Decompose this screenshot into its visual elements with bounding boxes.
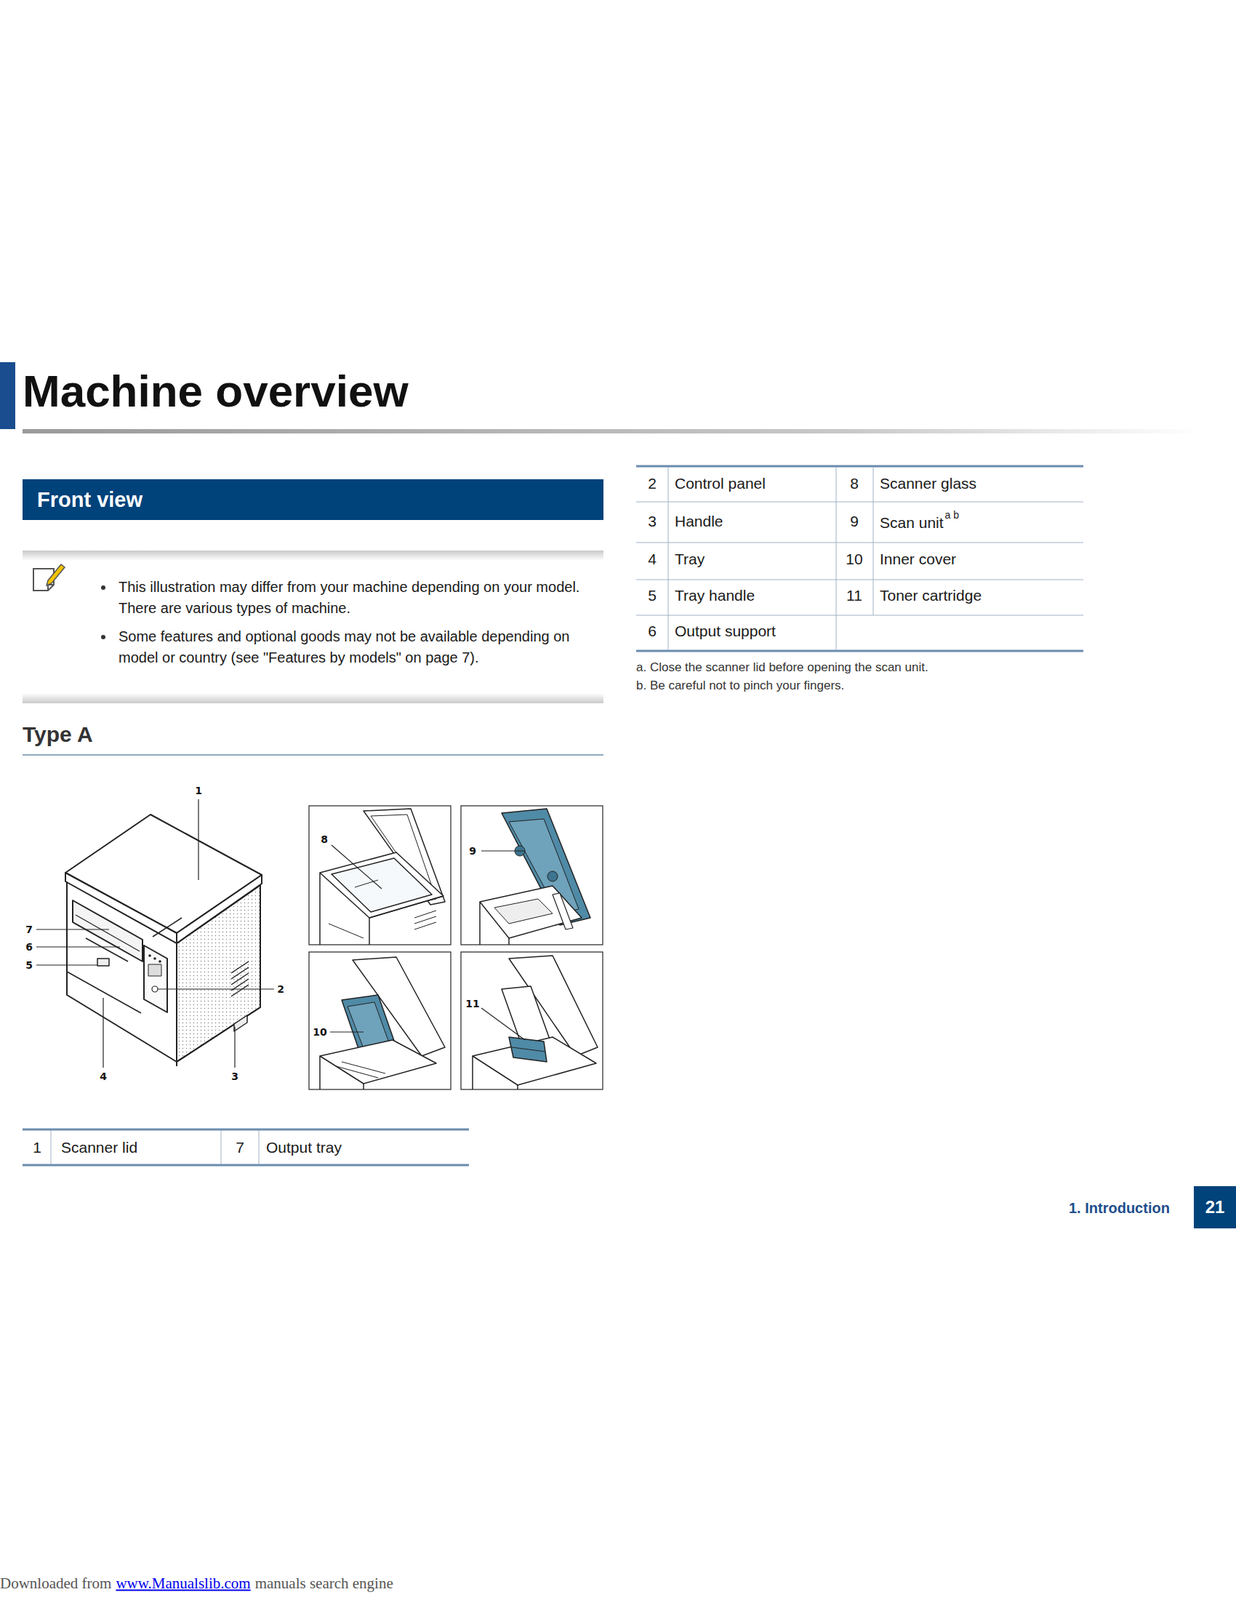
leader-lines bbox=[36, 799, 275, 1068]
table-number: 5 bbox=[647, 586, 657, 605]
table-cell: Toner cartridge bbox=[879, 586, 982, 605]
page-number: 21 bbox=[1205, 1196, 1226, 1218]
callout-number: 11 bbox=[465, 997, 480, 1010]
bullet-dot bbox=[101, 585, 106, 590]
leader-line bbox=[481, 1007, 525, 1040]
table-cell: Output tray bbox=[266, 1138, 342, 1157]
machine-illustration bbox=[65, 814, 262, 1066]
leader-line bbox=[331, 844, 382, 889]
title-accent-bar bbox=[0, 362, 16, 429]
note-item: Some features and optional goods may not… bbox=[98, 625, 597, 669]
callout-number: 4 bbox=[99, 1070, 107, 1082]
note-box: This illustration may differ from your m… bbox=[22, 560, 604, 693]
table-number: 3 bbox=[647, 512, 657, 531]
table-cell: Control panel bbox=[674, 474, 766, 493]
note-text: This illustration may differ from your m… bbox=[118, 578, 580, 616]
table-number: 10 bbox=[845, 550, 863, 568]
table-number: 1 bbox=[32, 1138, 42, 1157]
inset-frames bbox=[309, 805, 603, 1090]
table-number: 9 bbox=[849, 512, 859, 531]
table-cell: Scanner glass bbox=[879, 474, 977, 493]
download-link: www.Manualslib.com bbox=[115, 1574, 251, 1593]
toner-cartridge-inset bbox=[472, 955, 598, 1090]
footnote: a. Close the scanner lid before opening … bbox=[636, 660, 929, 675]
footnote-marker: a b bbox=[945, 508, 959, 521]
page-title: Machine overview bbox=[22, 363, 409, 419]
table-number: 2 bbox=[647, 474, 657, 493]
callout-number: 1 bbox=[194, 784, 203, 797]
scan-unit-inset bbox=[479, 808, 591, 945]
table-number: 11 bbox=[846, 586, 863, 605]
page-number-box: 21 bbox=[1193, 1185, 1236, 1229]
section-title: Front view bbox=[37, 487, 143, 512]
table-number: 6 bbox=[647, 622, 657, 640]
leader-line bbox=[481, 849, 525, 851]
download-note: Downloaded from bbox=[0, 1574, 112, 1593]
table-cell: Scanner lid bbox=[61, 1138, 138, 1157]
table-number: 4 bbox=[647, 550, 657, 568]
callout-number: 3 bbox=[231, 1070, 239, 1082]
table-cell: Inner cover bbox=[879, 550, 957, 568]
table-cell: Handle bbox=[674, 512, 724, 531]
inner-cover-inset bbox=[319, 956, 445, 1090]
leader-line bbox=[330, 1030, 364, 1032]
table-rules bbox=[22, 1129, 469, 1165]
table-number: 7 bbox=[235, 1138, 245, 1157]
download-note: manuals search engine bbox=[255, 1574, 394, 1593]
callout-number: 8 bbox=[320, 833, 328, 845]
footnote: b. Be careful not to pinch your fingers. bbox=[636, 678, 845, 693]
callout-number: 10 bbox=[312, 1025, 327, 1038]
chapter-footer: 1. Introduction bbox=[1068, 1199, 1170, 1217]
table-cell: Scan unit bbox=[879, 514, 944, 532]
callout-number: 9 bbox=[468, 844, 477, 857]
table-cell: Tray bbox=[674, 550, 705, 568]
note-item: This illustration may differ from your m… bbox=[98, 576, 597, 619]
section-header: Front view bbox=[22, 479, 604, 520]
note-text: Some features and optional goods may not… bbox=[118, 628, 570, 666]
table-rules bbox=[636, 466, 1084, 651]
table-cell: Output support bbox=[674, 622, 776, 640]
callout-number: 2 bbox=[277, 982, 285, 995]
note-icon bbox=[33, 564, 65, 591]
section-rule bbox=[22, 753, 604, 756]
title-rule bbox=[22, 428, 1201, 434]
callout-number: 5 bbox=[25, 958, 33, 971]
scanner-glass-inset bbox=[319, 808, 445, 945]
callout-number: 7 bbox=[25, 923, 33, 935]
bullet-dot bbox=[101, 634, 106, 640]
note-box-frame bbox=[22, 550, 604, 704]
section-heading: Type A bbox=[22, 721, 94, 747]
callout-number: 6 bbox=[25, 940, 33, 953]
table-cell: Tray handle bbox=[674, 586, 755, 605]
table-number: 8 bbox=[849, 474, 859, 493]
